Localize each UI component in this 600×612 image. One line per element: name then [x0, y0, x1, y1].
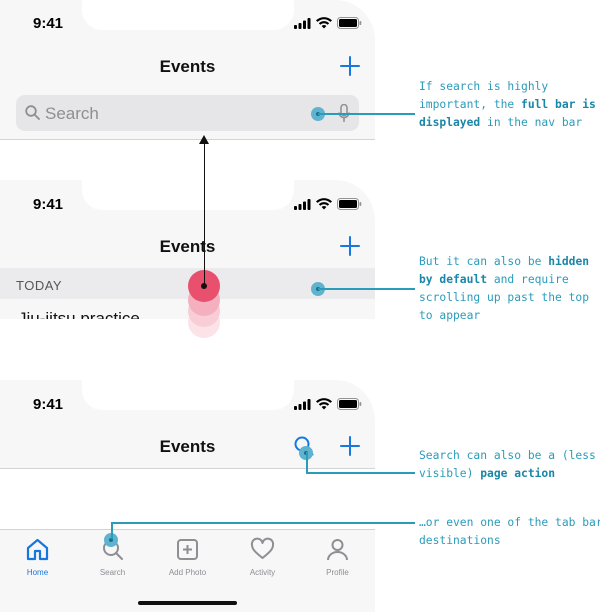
nav-divider	[0, 139, 375, 140]
signal-icon	[294, 398, 311, 410]
status-icons	[294, 398, 362, 410]
status-time: 9:41	[33, 15, 64, 32]
wifi-icon	[316, 398, 332, 410]
annotation-connector	[318, 113, 415, 115]
drag-origin-dot	[201, 283, 207, 289]
nav-divider	[0, 468, 375, 469]
annotation-connector	[306, 452, 308, 473]
wifi-icon	[316, 198, 332, 210]
annotation-connector	[111, 522, 415, 524]
battery-icon	[337, 198, 362, 210]
heart-icon	[250, 537, 275, 559]
tab-label: Add Photo	[168, 568, 207, 577]
battery-icon	[337, 398, 362, 410]
search-input[interactable]: Search	[45, 104, 99, 123]
drag-arrow-head	[199, 135, 209, 144]
notch	[82, 380, 294, 410]
status-time: 9:41	[33, 196, 64, 213]
event-row-clip: Jiu-jitsu practice	[0, 299, 375, 319]
search-bar[interactable]: Search	[16, 95, 359, 131]
add-button[interactable]	[340, 436, 360, 456]
tab-bar: Home Search Add Photo Activity Profile	[0, 529, 375, 612]
annotation-marker	[104, 533, 118, 547]
annotation-connector	[318, 288, 415, 290]
signal-icon	[294, 198, 311, 210]
tab-label: Home	[26, 568, 49, 577]
event-row-title[interactable]: Jiu-jitsu practice	[18, 309, 140, 319]
annotation-page-action: Search can also be a (less visible) page…	[419, 449, 596, 480]
annotation-tab-destination: …or even one of the tab bar destinations	[419, 516, 600, 547]
drag-arrow-line	[203, 142, 205, 286]
status-icons	[294, 17, 362, 29]
nav-title: Events	[159, 57, 216, 76]
tab-label: Search	[99, 568, 126, 577]
battery-icon	[337, 17, 362, 29]
notch	[82, 180, 294, 210]
nav-title: Events	[159, 237, 216, 256]
tab-label: Activity	[249, 568, 276, 577]
phone-full-search-bar: 9:41 Events Search	[0, 0, 375, 139]
tab-activity[interactable]: Activity	[225, 530, 300, 590]
notch	[82, 0, 294, 30]
annotation-connector	[306, 472, 415, 474]
tab-home[interactable]: Home	[0, 530, 75, 590]
annotation-connector	[111, 522, 113, 539]
add-button[interactable]	[340, 236, 360, 256]
status-time: 9:41	[33, 396, 64, 413]
home-indicator	[138, 601, 237, 605]
add-button[interactable]	[340, 56, 360, 76]
search-icon	[25, 105, 40, 120]
annotation-full-bar: If search is highly important, the full …	[419, 80, 596, 129]
signal-icon	[294, 17, 311, 29]
tab-add-photo[interactable]: Add Photo	[150, 530, 225, 590]
annotation-hidden-by-default: But it can also be hidden by default and…	[419, 255, 590, 322]
status-icons	[294, 198, 362, 210]
section-header-label: TODAY	[16, 278, 63, 293]
content-area	[0, 469, 375, 529]
person-icon	[327, 539, 348, 561]
tab-profile[interactable]: Profile	[300, 530, 375, 590]
add-photo-icon	[177, 539, 198, 560]
nav-title: Events	[159, 437, 216, 456]
wifi-icon	[316, 17, 332, 29]
home-icon	[26, 538, 49, 561]
tab-label: Profile	[326, 568, 349, 577]
